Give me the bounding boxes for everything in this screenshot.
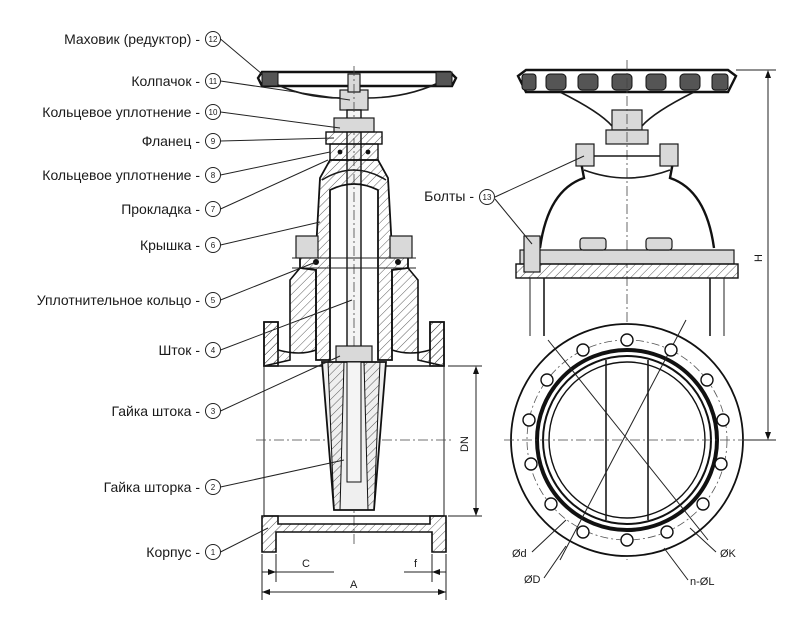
callout-label: Уплотнительное кольцо - (37, 292, 201, 308)
callout-number: 10 (209, 108, 218, 117)
callout-label: Кольцевое уплотнение - (42, 104, 200, 120)
callout-number: 12 (209, 35, 218, 44)
callout-number: 7 (211, 205, 216, 214)
dim-f: f (414, 558, 418, 570)
dim-c: C (302, 558, 310, 570)
callout-leader (220, 355, 341, 412)
dim-d-big: ØD (524, 574, 541, 586)
dim-a: A (350, 579, 358, 591)
callout-label: Прокладка - (121, 201, 200, 217)
callout-number: 1 (211, 548, 216, 557)
callout-number: 9 (211, 137, 216, 146)
dim-nl: n-ØL (690, 576, 714, 588)
bolt-holes (522, 333, 730, 547)
callout-label: Колпачок - (131, 73, 200, 89)
dim-dn: DN (459, 436, 471, 452)
callout-leader (220, 151, 331, 176)
callout-number: 3 (211, 407, 216, 416)
callout-leader (220, 111, 341, 129)
callout-leader (220, 527, 269, 553)
callout-label: Гайка штока - (111, 403, 200, 419)
dim-d-small: Ød (512, 548, 527, 560)
callout-label: Фланец - (142, 133, 201, 149)
callout-number: 4 (211, 346, 216, 355)
gland-flange (325, 117, 383, 161)
callout-number: 8 (211, 171, 216, 180)
callout-leader (220, 159, 329, 210)
flange-face (504, 319, 752, 561)
callout-number: 6 (211, 241, 216, 250)
callout-label: Шток - (158, 342, 200, 358)
end-view: H Ød ØD ØK n-ØL Болты - 13 (424, 60, 776, 588)
callout-label: Гайка шторка - (104, 479, 201, 495)
section-view: DN C A f (256, 66, 482, 600)
callout-number: 2 (211, 483, 216, 492)
callout-label: Корпус - (146, 544, 200, 560)
callout-leader (220, 261, 317, 301)
handwheel (256, 70, 458, 99)
callout-number: 5 (211, 296, 216, 305)
bolts-num: 13 (483, 193, 492, 202)
wedge (321, 345, 387, 511)
callout-leader (220, 80, 351, 101)
callout-leader (220, 221, 321, 246)
callout-number: 11 (209, 77, 218, 86)
callout-leader (220, 38, 263, 75)
callout-label: Крышка - (140, 237, 200, 253)
callout-leader (220, 299, 353, 351)
callout-label: Кольцевое уплотнение - (42, 167, 200, 183)
bolts-label: Болты - (424, 188, 474, 204)
callout-leader (220, 137, 335, 142)
dim-h: H (753, 254, 765, 262)
callout-label: Маховик (редуктор) - (64, 31, 200, 47)
dim-k: ØK (720, 548, 737, 560)
callout-leader (220, 459, 345, 488)
